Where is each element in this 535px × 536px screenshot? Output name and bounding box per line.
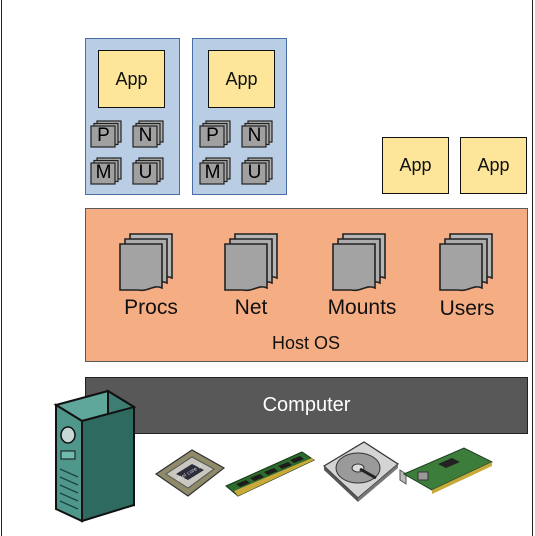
container-1-namespace-p: P (90, 120, 122, 148)
left-frame-line (1, 0, 2, 536)
namespace-letter: N (138, 125, 153, 146)
container-2-namespace-u: U (241, 157, 273, 185)
namespace-letter: M (95, 162, 112, 183)
container-2-app-box: App (208, 50, 275, 108)
container-1-namespace-m: M (90, 157, 122, 185)
computer-label: Computer (262, 394, 351, 416)
host-os-box: Procs Net Mounts Users Host OS (85, 208, 528, 362)
host-app-2: App (460, 137, 527, 194)
host-app-1-label: App (399, 155, 432, 175)
namespace-letter: P (206, 125, 219, 146)
host-app-2-label: App (477, 155, 510, 175)
mounts-namespace-stack-icon (331, 232, 387, 292)
container-2-namespace-n: N (241, 120, 273, 148)
ram-stick-icon (225, 451, 316, 497)
container-1-app-box: App (98, 50, 165, 108)
namespace-letter: U (138, 162, 153, 183)
users-namespace-stack-icon (438, 232, 494, 292)
namespace-letter: M (204, 162, 221, 183)
network-card-icon (399, 447, 494, 494)
container-2-namespace-m: M (199, 157, 231, 185)
computer-bar: Computer (85, 377, 528, 434)
namespace-letter: U (247, 162, 262, 183)
procs-namespace-stack-icon (118, 232, 174, 292)
cpu-chip-icon: intel core i7 (154, 449, 226, 497)
namespace-letter: N (247, 125, 262, 146)
host-os-title: Host OS (271, 333, 341, 353)
container-2-app-label: App (225, 68, 258, 89)
procs-label: Procs (124, 296, 178, 319)
container-1-app-label: App (115, 68, 148, 89)
container-2: App P N M U (192, 38, 287, 195)
net-label: Net (234, 296, 268, 319)
server-tower-icon (53, 389, 137, 523)
container-2-namespace-p: P (199, 120, 231, 148)
net-namespace-stack-icon (223, 232, 279, 292)
namespace-letter: P (97, 125, 110, 146)
users-label: Users (439, 297, 495, 320)
hard-drive-icon (323, 441, 400, 502)
container-1: App P N M U (85, 38, 180, 195)
container-1-namespace-n: N (132, 120, 164, 148)
mounts-label: Mounts (327, 296, 397, 319)
container-1-namespace-u: U (132, 157, 164, 185)
host-app-1: App (382, 137, 449, 194)
right-frame-line (532, 0, 533, 536)
